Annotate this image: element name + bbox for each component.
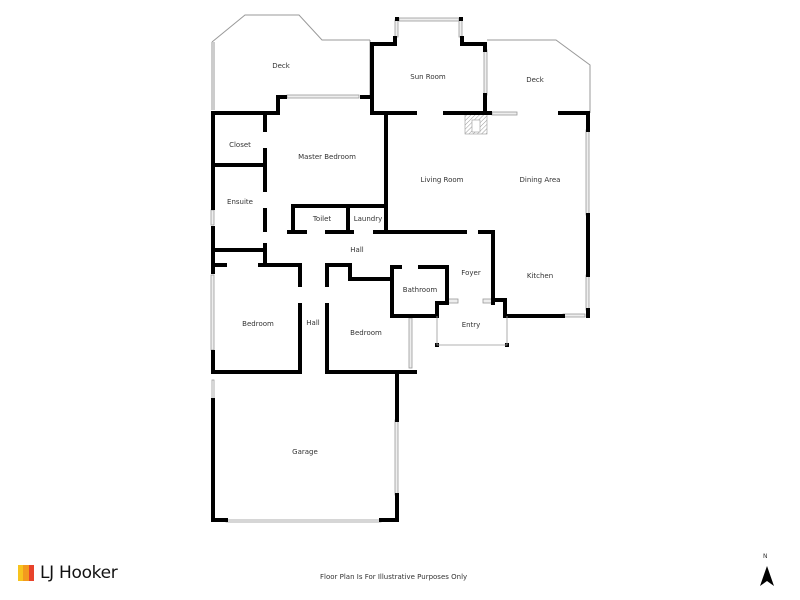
brand-logo: LJ Hooker (18, 563, 118, 583)
room-label-toilet: Toilet (312, 215, 332, 223)
north-label: N (763, 553, 768, 560)
north-arrow-icon (760, 566, 774, 586)
entry-outline (436, 316, 508, 346)
room-label-deck-east: Deck (526, 76, 544, 84)
room-label-ensuite: Ensuite (227, 198, 253, 206)
room-label-bedroom-west: Bedroom (242, 320, 274, 328)
room-label-sun-room: Sun Room (410, 73, 446, 81)
windows (210, 17, 590, 523)
room-label-closet: Closet (229, 141, 251, 149)
room-label-garage: Garage (292, 448, 318, 456)
room-label-bathroom: Bathroom (402, 286, 438, 294)
walls (211, 17, 590, 522)
brand-name: LJ Hooker (40, 563, 118, 583)
disclaimer-text: Floor Plan Is For Illustrative Purposes … (320, 573, 468, 581)
room-label-hall-west: Hall (306, 319, 320, 327)
room-label-laundry: Laundry (353, 215, 383, 223)
room-label-bedroom-center: Bedroom (350, 329, 382, 337)
room-label-living-room: Living Room (420, 176, 464, 184)
compass: N (757, 553, 779, 591)
brand-mark-icon (18, 565, 34, 581)
room-label-hall-north: Hall (350, 246, 364, 254)
room-label-kitchen: Kitchen (526, 272, 554, 280)
room-label-master-bedroom: Master Bedroom (298, 153, 356, 161)
room-label-deck-west: Deck (272, 62, 290, 70)
room-label-entry: Entry (461, 321, 481, 329)
fireplace (464, 113, 488, 135)
room-label-dining-area: Dining Area (519, 176, 561, 184)
room-label-foyer: Foyer (461, 269, 481, 277)
deck-outlines (211, 14, 591, 113)
